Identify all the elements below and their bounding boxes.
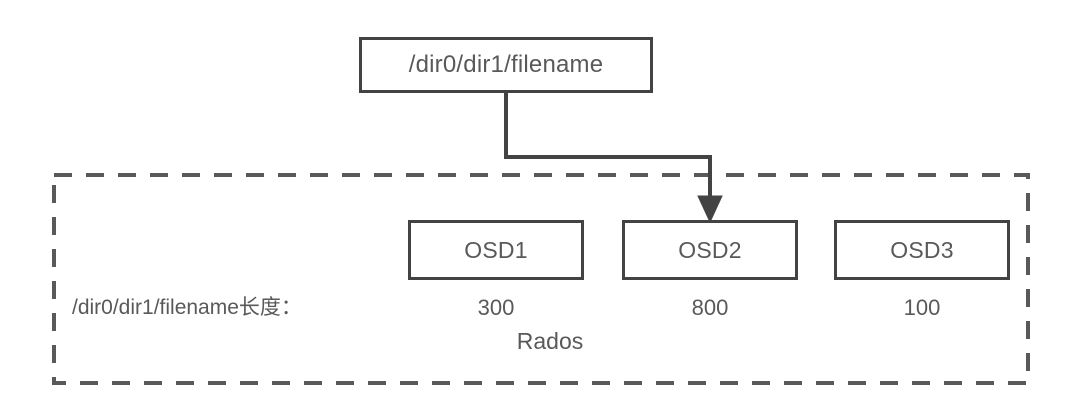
osd1-size-value: 300 (477, 295, 515, 320)
filename-length-label: /dir0/dir1/filename长度： (72, 296, 302, 319)
down-arrow-icon (697, 195, 723, 224)
osd-node-osd3-label: OSD3 (890, 236, 954, 263)
file-path-node-label: /dir0/dir1/filename (408, 51, 604, 78)
file-to-osd2-connector (504, 93, 712, 206)
osd2-size-value: 800 (691, 295, 729, 320)
rados-cluster-label: Rados (516, 328, 584, 354)
osd-node-osd1-label: OSD1 (464, 236, 528, 263)
osd-node-osd1[interactable]: OSD1 (408, 220, 584, 280)
osd-node-osd2[interactable]: OSD2 (622, 220, 798, 280)
file-path-node[interactable]: /dir0/dir1/filename (359, 37, 653, 93)
osd-node-osd2-label: OSD2 (678, 236, 742, 263)
osd3-size-value: 100 (903, 295, 941, 320)
osd-node-osd3[interactable]: OSD3 (834, 220, 1010, 280)
